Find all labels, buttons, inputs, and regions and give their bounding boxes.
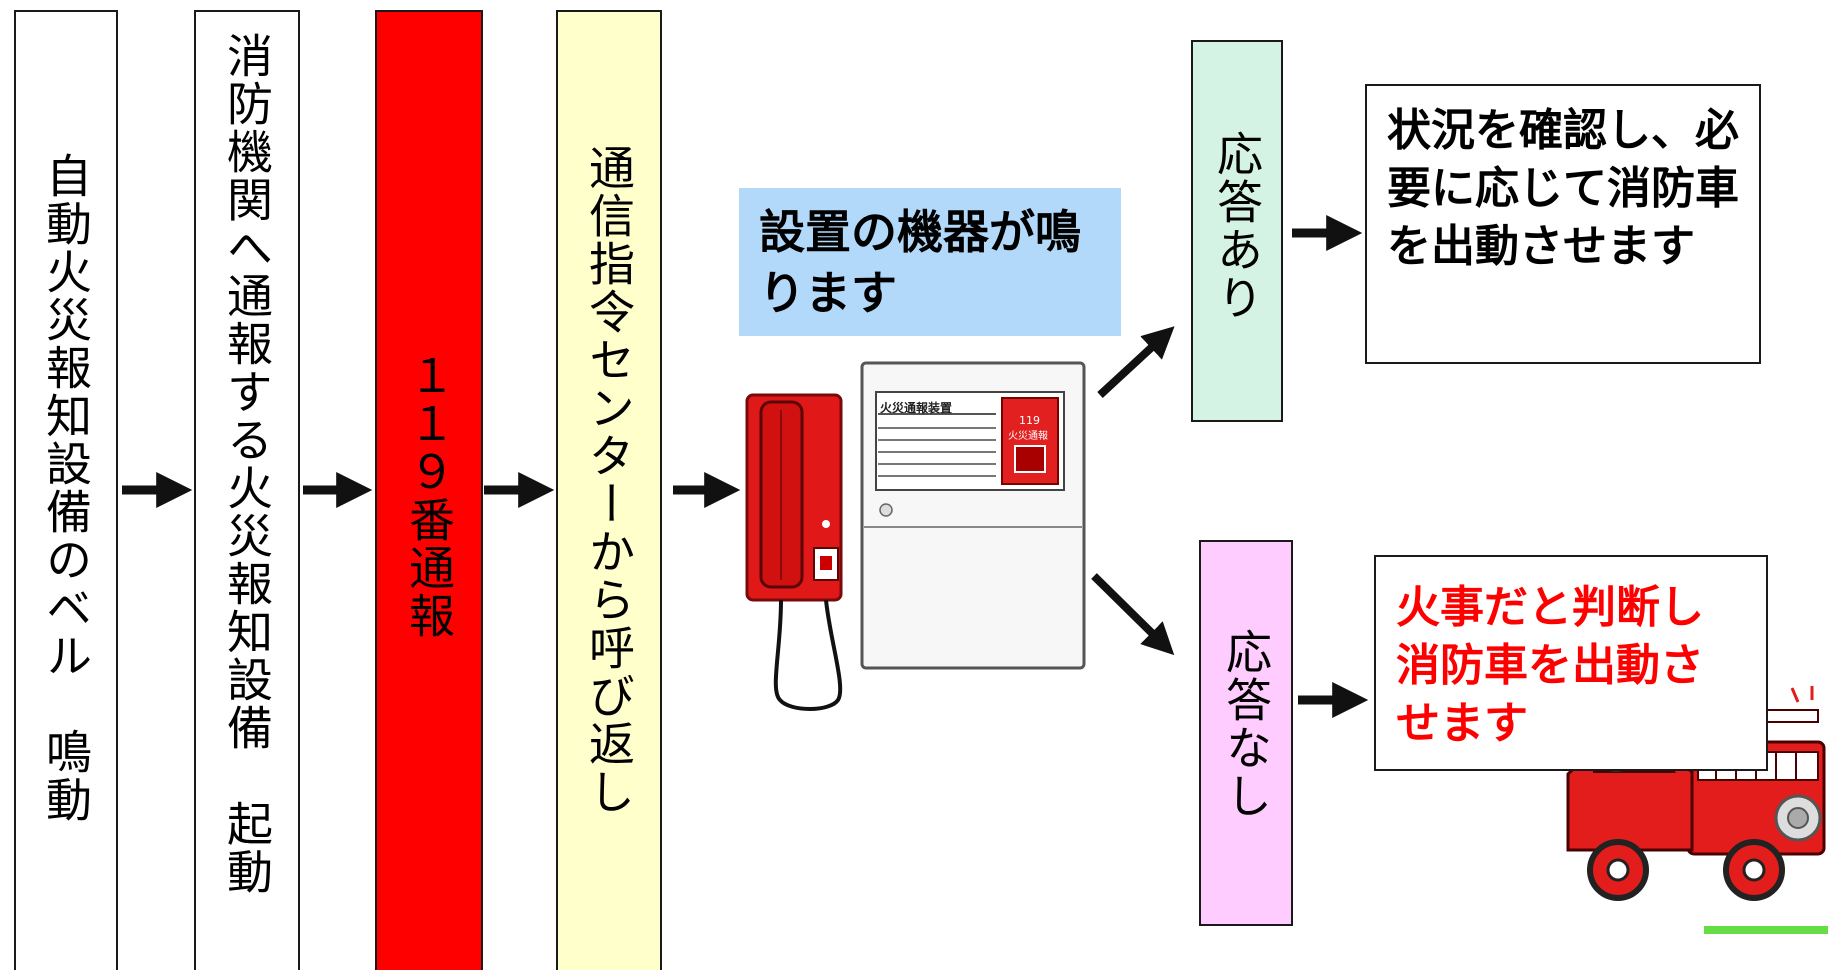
step4-text: 通信指令センターから呼び返し bbox=[582, 144, 636, 816]
answer-yes-result: 状況を確認し、必要に応じて消防車を出動させます bbox=[1365, 84, 1761, 364]
telephone-icon bbox=[745, 393, 843, 711]
device-caption-text: 設置の機器が鳴ります bbox=[759, 205, 1081, 320]
panel-label: 火災通報装置 bbox=[880, 401, 953, 415]
answer-yes-result-text: 状況を確認し、必要に応じて消防車を出動させます bbox=[1387, 105, 1739, 273]
answer-yes-box: 応答あり bbox=[1191, 40, 1283, 422]
fire-notification-device bbox=[860, 361, 1086, 670]
step2-text: 消防機関へ通報する火災報知設備 起動 bbox=[220, 32, 274, 896]
panel-badge-text: 火災通報 bbox=[1008, 431, 1048, 442]
step3-box: １１９番通報 bbox=[375, 10, 483, 970]
device-caption: 設置の機器が鳴ります bbox=[739, 188, 1121, 336]
arrow-to-answer-no bbox=[1091, 573, 1175, 656]
answer-no-box: 応答なし bbox=[1199, 540, 1293, 926]
step4-box: 通信指令センターから呼び返し bbox=[556, 10, 662, 970]
answer-no-label: 応答なし bbox=[1219, 628, 1273, 820]
arrow-to-answer-yes bbox=[1097, 326, 1175, 398]
step2-box: 消防機関へ通報する火災報知設備 起動 bbox=[194, 10, 300, 970]
answer-yes-label: 応答あり bbox=[1210, 130, 1264, 322]
answer-no-result: 火事だと判断し消防車を出動させます bbox=[1374, 555, 1768, 771]
step3-text: １１９番通報 bbox=[402, 352, 456, 640]
answer-no-result-text: 火事だと判断し消防車を出動させます bbox=[1396, 582, 1704, 750]
step1-box: 自動火災報知設備のベル 鳴動 bbox=[14, 10, 118, 970]
step1-text: 自動火災報知設備のベル 鳴動 bbox=[39, 152, 93, 824]
panel-badge-num: 119 bbox=[1019, 414, 1040, 427]
